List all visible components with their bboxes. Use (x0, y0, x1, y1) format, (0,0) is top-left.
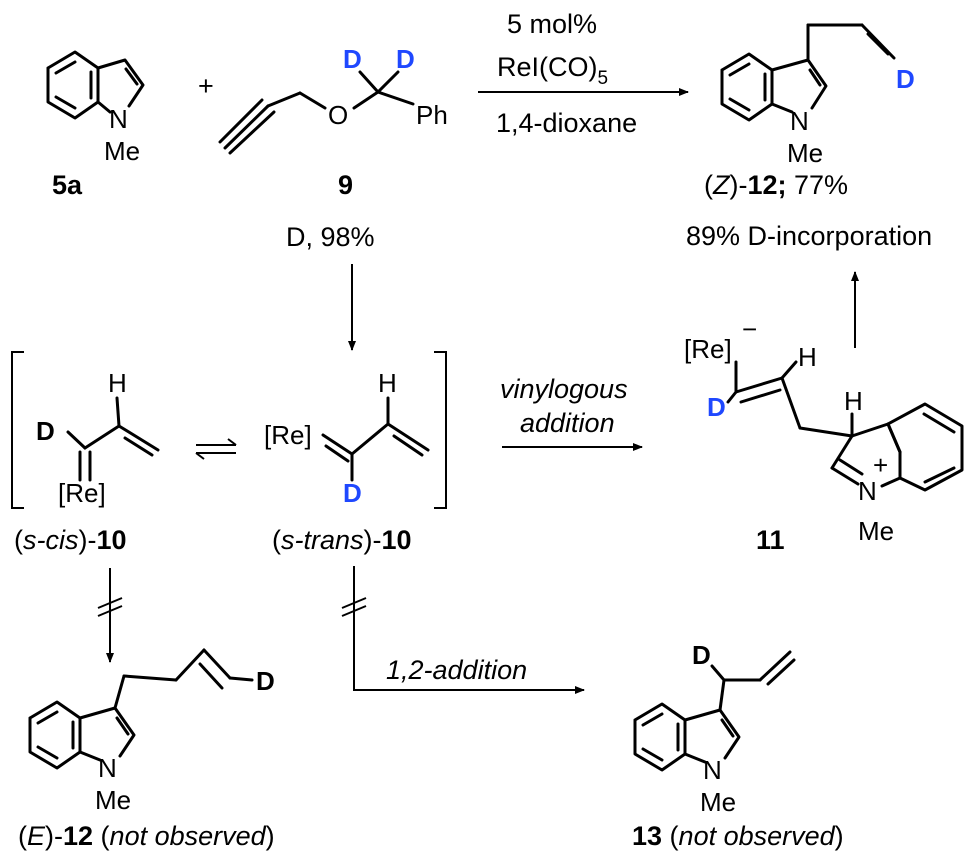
deuterium-label: D (692, 640, 711, 670)
equilibrium-arrows (195, 438, 237, 460)
intermediate-bracket (11, 351, 447, 509)
rhenium-label: [Re] (684, 334, 732, 364)
minus-charge: − (742, 314, 757, 344)
blocked-arrow-e12 (97, 568, 123, 663)
label-scis-10: (s-cis)-10 (14, 525, 127, 555)
methyl-label: Me (787, 138, 823, 168)
compound-strans-10: [Re] H D (264, 368, 430, 508)
compound-e12: N Me D (E)-12 (not observed) (18, 648, 275, 851)
rhenium-label: [Re] (58, 478, 106, 508)
compound-11: [Re] − D H H N + Me 11 (684, 314, 964, 555)
condition-solvent: 1,4-dioxane (496, 108, 637, 138)
deuterium-label: D (36, 416, 55, 446)
plus-sign: + (198, 71, 214, 101)
n-atom: N (858, 476, 877, 506)
one-two-addition-label: 1,2-addition (386, 655, 527, 685)
deuterium-label: D (343, 478, 362, 508)
methyl-label: Me (104, 136, 140, 166)
addition-label: addition (520, 408, 615, 438)
hydrogen-label: H (844, 386, 863, 416)
n-atom: N (790, 106, 809, 136)
label-5a: 5a (52, 170, 83, 200)
hydrogen-label: H (378, 368, 397, 398)
n-atom: N (98, 753, 117, 783)
hydrogen-label: H (108, 368, 127, 398)
methyl-label: Me (700, 787, 736, 817)
label-z12-deuteration: 89% D-incorporation (686, 221, 932, 251)
plus-charge: + (873, 450, 888, 480)
rhenium-label: [Re] (264, 420, 312, 450)
vinylogous-label: vinylogous (500, 374, 628, 404)
label-13: 13 (not observed) (632, 821, 844, 851)
phenyl-label: Ph (416, 100, 448, 130)
condition-catalyst-loading: 5 mol% (507, 9, 597, 39)
label-9: 9 (338, 170, 353, 200)
n-atom: N (109, 104, 128, 134)
hydrogen-label: H (798, 342, 817, 372)
compound-13: N Me D 13 (not observed) (632, 640, 844, 851)
condition-catalyst: ReI(CO)5 (497, 52, 608, 89)
compound-z12: N Me D (Z)-12; 77% 89% D-incorporation (686, 23, 932, 251)
label-9-deuteration: D, 98% (286, 222, 375, 252)
deuterium-label: D (343, 44, 362, 74)
compound-scis-10: H D [Re] (36, 368, 160, 508)
compound-5a: N Me 5a (46, 50, 145, 200)
deuterium-label: D (256, 666, 275, 696)
label-e12: (E)-12 (not observed) (18, 821, 275, 851)
compound-9: O D D Ph 9 D, 98% (218, 44, 448, 252)
deuterium-label: D (896, 64, 915, 94)
deuterium-label: D (396, 44, 415, 74)
label-11: 11 (756, 525, 785, 555)
methyl-label: Me (95, 785, 131, 815)
blocked-arrow-13 (341, 566, 585, 694)
label-z12: (Z)-12; 77% (704, 170, 848, 200)
n-atom: N (703, 755, 722, 785)
deuterium-label: D (707, 392, 726, 422)
label-strans-10: (s-trans)-10 (272, 525, 412, 555)
methyl-label: Me (858, 516, 894, 546)
o-atom: O (328, 100, 348, 130)
